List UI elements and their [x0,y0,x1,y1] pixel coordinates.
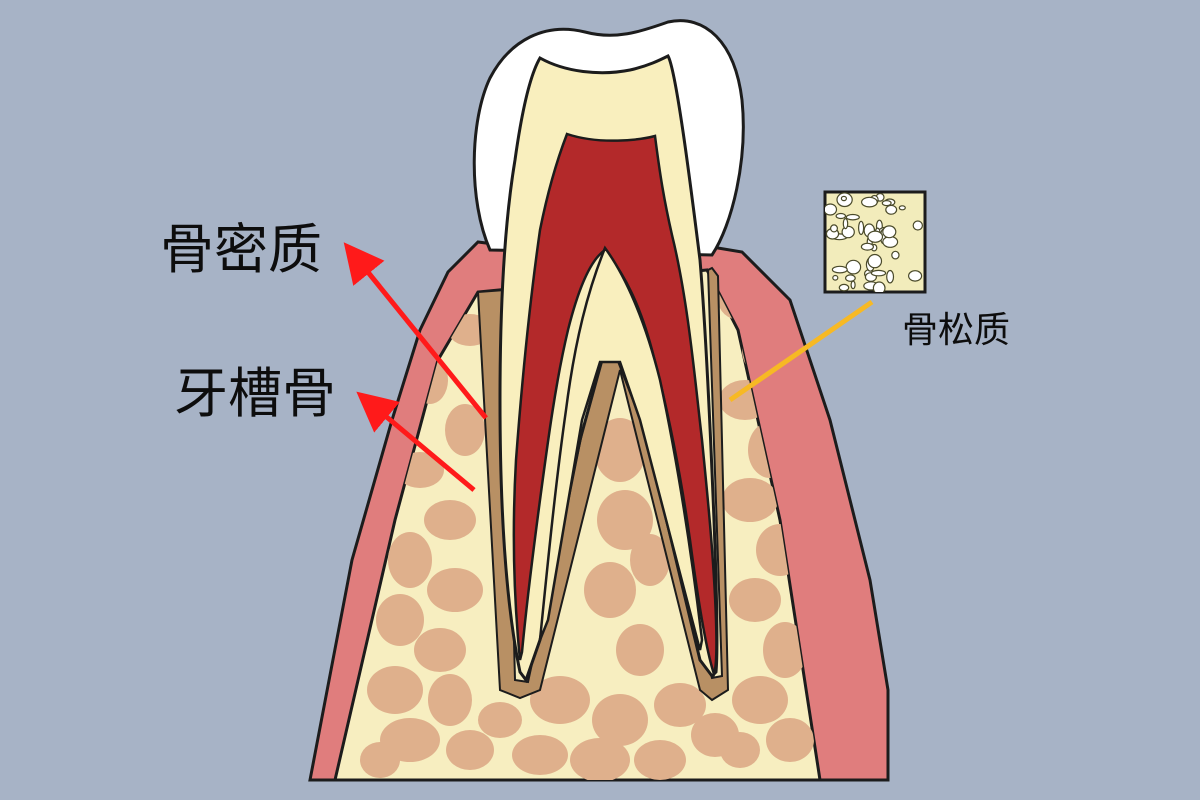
cancellous-bone-arrow [728,299,874,403]
trabecula [729,578,781,622]
inset-pore [845,213,860,221]
trabecula [732,676,788,724]
inset-pore [885,204,898,215]
inset-pore [867,253,883,269]
inset-pore [891,250,900,260]
inset-pore [835,212,847,220]
inset-pore [872,281,886,292]
trabecula [428,674,472,726]
trabecula [414,628,466,672]
trabecula [445,404,485,456]
inset-pore [832,274,839,281]
inset-pore [845,259,862,275]
inset-pore [857,220,865,236]
trabecula [530,676,590,724]
inset-pore [912,220,924,231]
inset-pore [838,283,850,292]
trabecula [597,490,653,550]
label-alveolar-bone: 牙槽骨 [174,362,336,425]
inset-pore [850,280,856,290]
inset-pore [842,218,849,230]
trabecula [584,562,636,618]
inset-pore [840,195,848,202]
label-cancellous-bone: 骨松质 [902,310,1010,351]
trabecula [634,740,686,780]
cortical-bone-arrow [343,242,488,420]
inset-pore [881,200,892,207]
trabecula [512,735,568,775]
trabecula [654,683,706,727]
trabecula [427,568,483,612]
inter-radicular-dentin [538,245,704,651]
inset-pore [829,224,838,233]
inset-pore [886,269,895,284]
trabecula [630,534,670,586]
trabecula [446,730,494,770]
inset-pore [898,205,906,211]
trabecula [478,702,522,738]
trabecula [763,622,807,678]
inset-pore [861,196,878,208]
trabecula [592,694,648,746]
inset-pore [831,265,848,274]
trabecula [424,500,476,540]
inset-pore [825,203,838,216]
trabecula [388,532,432,588]
trabecula [376,594,424,646]
trabecula [360,742,400,778]
trabecula [722,478,778,522]
inset-pore [882,225,897,239]
alveolar-bone-arrow [356,391,476,492]
inset-pore [907,270,923,282]
trabecula [691,713,739,757]
trabecula [367,666,423,714]
inset-pore [867,230,884,243]
trabecula [766,718,814,762]
trabecula [616,624,664,676]
inset-pore [860,242,875,251]
inset-pore [845,274,856,282]
inset-pore [870,269,887,277]
cancellous-bone-inset [825,192,924,292]
trabecula [570,738,630,780]
label-cortical-bone: 骨密质 [160,218,322,281]
